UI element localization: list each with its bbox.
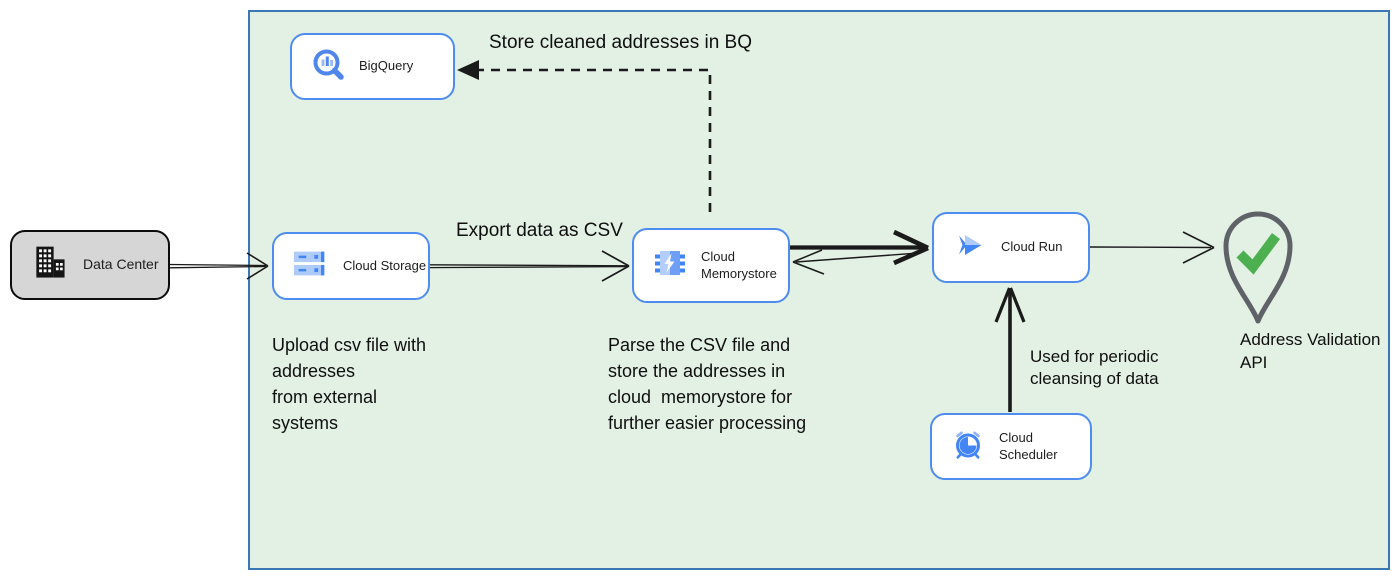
bigquery-icon	[310, 46, 346, 87]
node-cloud-storage: Cloud Storage	[272, 232, 430, 300]
cloud-run-icon	[952, 227, 988, 268]
edge-label-export-csv: Export data as CSV	[456, 220, 623, 241]
node-cloud-memorystore: Cloud Memorystore	[632, 228, 790, 303]
data-center-label: Data Center	[83, 256, 159, 273]
node-data-center: Data Center	[10, 230, 170, 300]
node-cloud-scheduler: Cloud Scheduler	[930, 413, 1092, 480]
address-validation-pin-icon	[1218, 205, 1298, 330]
cloud-scheduler-label: Cloud Scheduler	[999, 430, 1058, 462]
cloud-memorystore-label: Cloud Memorystore	[701, 249, 777, 281]
note-upload-csv: Upload csv file with addresses from exte…	[272, 335, 427, 433]
note-parse-csv: Parse the CSV file and store the address…	[608, 335, 807, 433]
cloud-run-label: Cloud Run	[1001, 239, 1063, 255]
node-cloud-run: Cloud Run	[932, 212, 1090, 283]
edge-label-store-cleaned: Store cleaned addresses in BQ	[489, 32, 752, 53]
gcp-boundary-panel	[248, 10, 1390, 570]
cloud-storage-label: Cloud Storage	[343, 257, 427, 273]
data-center-building-icon	[30, 244, 70, 287]
cloud-storage-icon	[292, 248, 330, 285]
edge-label-periodic-cleansing: Used for periodic cleansing of data	[1030, 347, 1159, 388]
cloud-memorystore-icon	[652, 245, 688, 286]
address-validation-api-label: Address Validation API	[1240, 330, 1381, 372]
bigquery-label: BigQuery	[359, 58, 414, 74]
node-bigquery: BigQuery	[290, 33, 455, 100]
cloud-scheduler-icon	[950, 426, 986, 467]
